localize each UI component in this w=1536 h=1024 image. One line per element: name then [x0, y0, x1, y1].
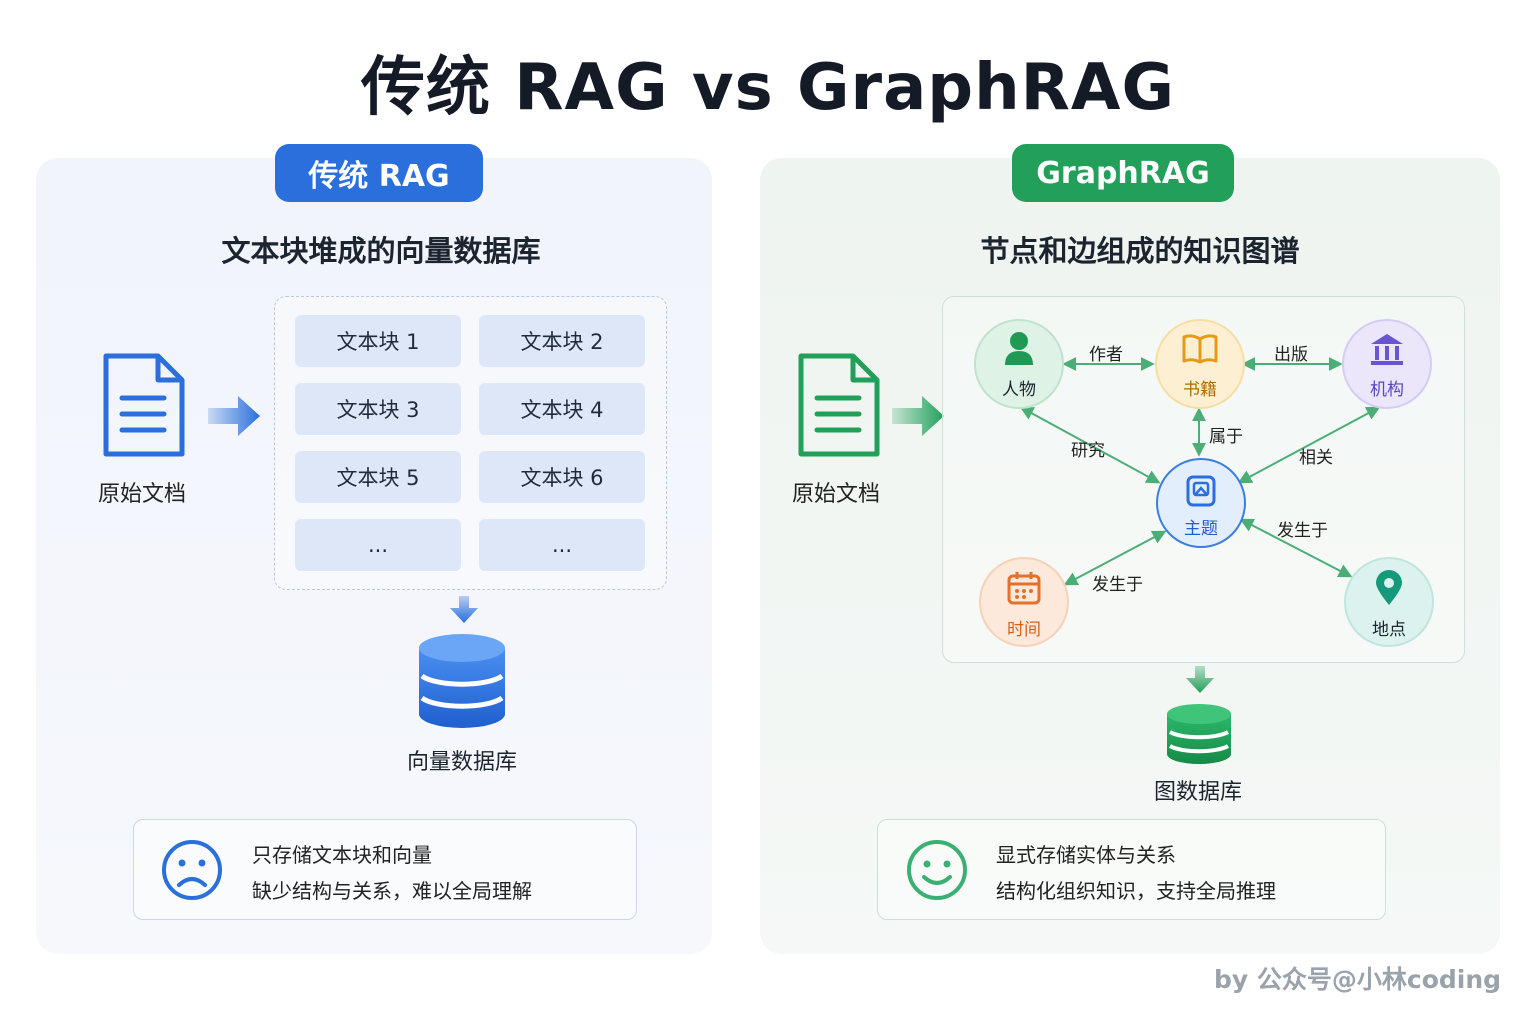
traditional-rag-note: [133, 819, 637, 920]
text-chunk: 文本块 5: [295, 451, 461, 503]
arrow-down-icon: [450, 596, 478, 623]
text-chunk: 文本块 3: [295, 383, 461, 435]
graph-database-icon: [1167, 704, 1231, 764]
edge-related: [1237, 406, 1381, 484]
author-credit: by 公众号@小林coding: [1214, 965, 1502, 994]
text-chunk-ellipsis: ...: [295, 519, 461, 571]
traditional-rag-subtitle: 文本块堆成的向量数据库: [221, 234, 541, 268]
smile-face-icon: [907, 840, 967, 900]
location-pin-icon: [1376, 570, 1402, 605]
edge-label-related: 相关: [1299, 448, 1333, 468]
edge-label-publish: 出版: [1274, 345, 1308, 365]
node-person: 人物: [974, 319, 1064, 409]
edge-label-belongs: 属于: [1209, 427, 1243, 447]
node-book-label: 书籍: [1183, 380, 1217, 400]
graphrag-note: [877, 819, 1386, 920]
edge-label-happens-time: 发生于: [1092, 575, 1143, 595]
text-chunk: 文本块 2: [479, 315, 645, 367]
node-org-label: 机构: [1370, 380, 1404, 400]
node-time: 时间: [979, 557, 1069, 647]
text-chunk: 文本块 1: [295, 315, 461, 367]
document-icon: [103, 353, 185, 457]
vector-database-icon: [419, 634, 505, 728]
node-time-label: 时间: [1007, 620, 1041, 640]
calendar-icon: [1007, 572, 1041, 605]
book-icon: [1182, 334, 1218, 364]
node-topic: 主题: [1156, 458, 1246, 548]
text-chunk: 文本块 4: [479, 383, 645, 435]
text-chunk-ellipsis: ...: [479, 519, 645, 571]
vector-database-label: 向量数据库: [406, 750, 517, 775]
node-book: 书籍: [1155, 319, 1245, 409]
arrow-right-icon: [892, 396, 944, 436]
document-icon: [798, 353, 880, 457]
node-place: 地点: [1344, 557, 1434, 647]
note-line: 结构化组织知识，支持全局推理: [996, 879, 1276, 903]
traditional-rag-badge: 传统 RAG: [275, 144, 483, 202]
edge-label-author: 作者: [1089, 345, 1123, 365]
node-person-label: 人物: [1002, 380, 1036, 400]
edge-happens-place: [1239, 518, 1353, 578]
topic-card-icon: [1186, 475, 1216, 507]
node-org: 机构: [1342, 319, 1432, 409]
arrow-down-icon: [1186, 666, 1214, 693]
source-document-label: 原始文档: [791, 482, 880, 507]
note-line: 显式存储实体与关系: [996, 843, 1176, 867]
graphrag-badge: GraphRAG: [1012, 144, 1234, 202]
edge-label-happens-place: 发生于: [1277, 521, 1328, 541]
edge-label-research: 研究: [1071, 441, 1105, 461]
graphrag-subtitle: 节点和边组成的知识图谱: [980, 234, 1300, 268]
note-line: 只存储文本块和向量: [252, 843, 432, 867]
person-icon: [1005, 332, 1033, 365]
node-topic-label: 主题: [1184, 519, 1218, 539]
institution-icon: [1371, 334, 1403, 365]
sad-face-icon: [162, 840, 222, 900]
page-title: 传统 RAG vs GraphRAG: [361, 51, 1175, 125]
source-document-label: 原始文档: [97, 482, 186, 507]
edge-happens-time: [1063, 530, 1167, 586]
node-place-label: 地点: [1372, 620, 1406, 640]
graph-database-label: 图数据库: [1153, 780, 1242, 805]
edge-research: [1019, 406, 1161, 484]
text-chunk: 文本块 6: [479, 451, 645, 503]
note-line: 缺少结构与关系，难以全局理解: [252, 879, 532, 903]
arrow-right-icon: [208, 396, 260, 436]
knowledge-graph-edges: [1019, 357, 1381, 586]
